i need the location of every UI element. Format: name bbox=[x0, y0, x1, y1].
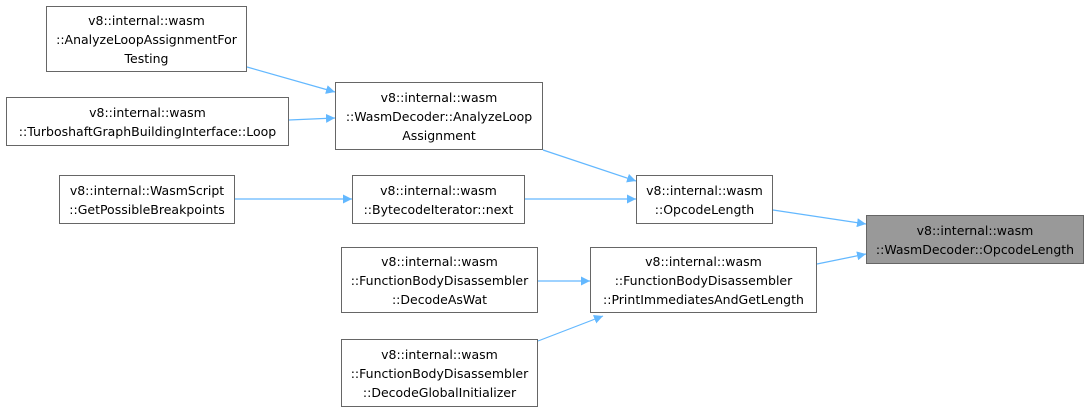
node-label-line: ::GetPossibleBreakpoints bbox=[69, 201, 225, 217]
node-label-line: v8::internal::WasmScript bbox=[69, 182, 225, 198]
node-label-line: Testing bbox=[124, 50, 169, 66]
node-label-line: v8::internal::wasm bbox=[380, 89, 498, 105]
node-opcode-length[interactable]: v8::internal::wasm::OpcodeLength bbox=[636, 175, 773, 224]
node-bytecode-iterator-next[interactable]: v8::internal::wasm::BytecodeIterator::ne… bbox=[352, 175, 525, 224]
edge-print-immediates-to-wasm-decoder-opcode-length bbox=[816, 251, 867, 265]
node-label-line: ::DecodeAsWat bbox=[391, 291, 488, 307]
node-decode-global-initializer[interactable]: v8::internal::wasm::FunctionBodyDisassem… bbox=[341, 339, 538, 407]
node-label-line: ::OpcodeLength bbox=[654, 201, 755, 217]
node-label-line: v8::internal::wasm bbox=[645, 253, 762, 269]
node-label-line: v8::internal::wasm bbox=[646, 182, 763, 198]
node-decode-as-wat[interactable]: v8::internal::wasm::FunctionBodyDisassem… bbox=[341, 247, 538, 313]
node-label-line: ::WasmDecoder::AnalyzeLoop bbox=[345, 108, 533, 124]
node-label-line: v8::internal::wasm bbox=[380, 182, 497, 198]
node-analyze-loop-for-testing[interactable]: v8::internal::wasm::AnalyzeLoopAssignmen… bbox=[46, 6, 247, 72]
node-label-line: ::FunctionBodyDisassembler bbox=[350, 272, 529, 288]
node-print-immediates[interactable]: v8::internal::wasm::FunctionBodyDisassem… bbox=[590, 247, 817, 313]
node-label-line: Assignment bbox=[402, 127, 476, 143]
edge-analyze-loop-for-testing-to-analyze-loop-assignment bbox=[246, 66, 336, 94]
node-turboshaft-loop[interactable]: v8::internal::wasm::TurboshaftGraphBuild… bbox=[6, 97, 289, 146]
node-label-line: v8::internal::wasm bbox=[381, 346, 498, 362]
edge-turboshaft-loop-to-analyze-loop-assignment bbox=[288, 113, 336, 123]
node-wasm-decoder-opcode-length: v8::internal::wasm::WasmDecoder::OpcodeL… bbox=[866, 215, 1084, 264]
node-label-line: v8::internal::wasm bbox=[88, 12, 205, 28]
node-analyze-loop-assignment[interactable]: v8::internal::wasm::WasmDecoder::Analyze… bbox=[335, 82, 543, 150]
node-label-line: ::DecodeGlobalInitializer bbox=[362, 384, 517, 400]
node-label-line: ::PrintImmediatesAndGetLength bbox=[603, 291, 804, 307]
node-label-line: ::WasmDecoder::OpcodeLength bbox=[875, 241, 1075, 257]
node-label-line: ::FunctionBodyDisassembler bbox=[614, 272, 793, 288]
node-wasm-script-breakpoints[interactable]: v8::internal::WasmScript::GetPossibleBre… bbox=[59, 175, 235, 224]
edge-opcode-length-to-wasm-decoder-opcode-length bbox=[772, 209, 867, 228]
node-label-line: v8::internal::wasm bbox=[89, 104, 206, 120]
node-label-line: ::AnalyzeLoopAssignmentFor bbox=[56, 31, 237, 47]
edge-analyze-loop-assignment-to-opcode-length bbox=[542, 149, 637, 183]
node-label-line: ::TurboshaftGraphBuildingInterface::Loop bbox=[18, 123, 277, 139]
node-label-line: ::BytecodeIterator::next bbox=[363, 201, 514, 217]
node-label-line: v8::internal::wasm bbox=[381, 253, 498, 269]
edge-decode-global-initializer-to-print-immediates bbox=[537, 315, 604, 342]
node-label-line: v8::internal::wasm bbox=[916, 222, 1034, 238]
node-label-line: ::FunctionBodyDisassembler bbox=[350, 365, 529, 381]
